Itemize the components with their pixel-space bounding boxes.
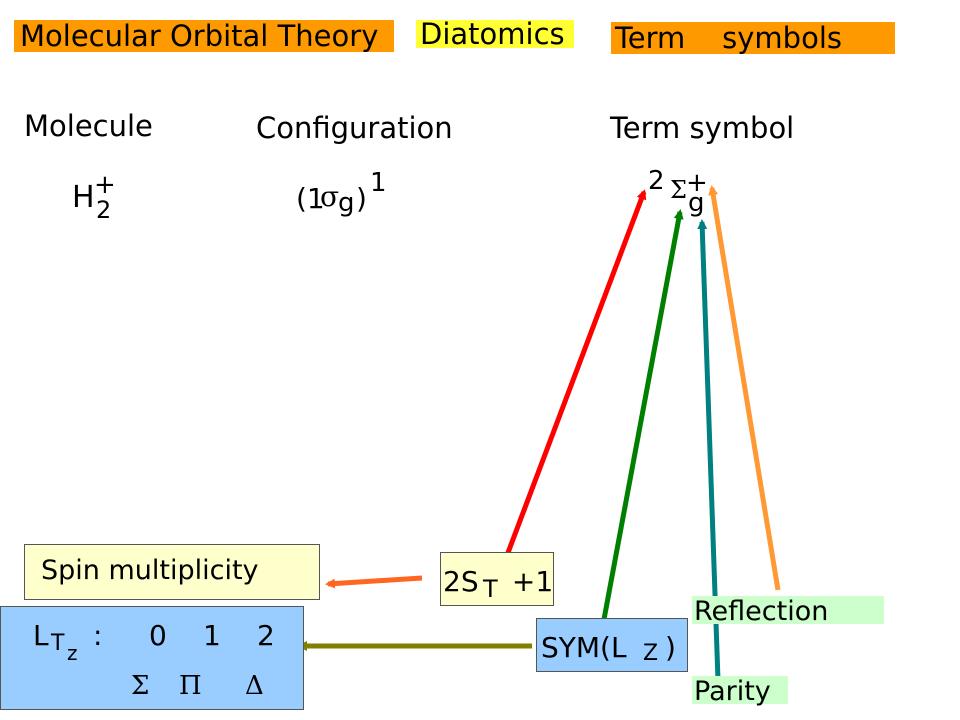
ltz-value-2: 2 bbox=[257, 619, 275, 652]
sym-sub: Z bbox=[643, 641, 659, 666]
spin-formula-sub: T bbox=[483, 575, 498, 603]
arrow-reflection-to-plus bbox=[708, 185, 781, 591]
diatomics-text: Diatomics bbox=[420, 17, 565, 51]
term-symbol-header: Term symbol bbox=[610, 111, 795, 145]
sym-box: SYM(L Z ) bbox=[536, 618, 688, 672]
arrow-spin-to-multiplicity bbox=[503, 189, 647, 559]
term-mult: 2 bbox=[648, 166, 665, 196]
term-symbol-formula: 2 Σ + g bbox=[648, 166, 718, 222]
spin-formula-box: 2S T +1 bbox=[440, 552, 554, 606]
molecule-base: H bbox=[72, 180, 95, 215]
config-power: 1 bbox=[370, 168, 387, 198]
config-close: ) bbox=[356, 182, 367, 215]
molecule-header: Molecule bbox=[24, 109, 153, 143]
ltz-colon: : bbox=[93, 619, 103, 652]
spin-multiplicity-box: Spin multiplicity bbox=[24, 544, 320, 600]
sym-a: SYM(L bbox=[541, 631, 627, 664]
ltz-value-1: 1 bbox=[203, 619, 221, 652]
term-sigma: Σ bbox=[670, 176, 687, 204]
ltz-symbol-sigma: Σ bbox=[131, 671, 150, 701]
ltz-symbol-pi: Π bbox=[179, 671, 202, 701]
ltz-value-0: 0 bbox=[149, 619, 167, 652]
ltz-L: L bbox=[33, 619, 49, 652]
configuration-header: Configuration bbox=[256, 111, 453, 145]
mo-theory-tag: Molecular Orbital Theory bbox=[14, 20, 394, 52]
ltz-z: z bbox=[67, 641, 78, 665]
spin-multiplicity-text: Spin multiplicity bbox=[41, 555, 259, 586]
ltz-symbol-delta: Δ bbox=[245, 671, 264, 701]
arrow-sym-to-sigma bbox=[599, 209, 684, 631]
molecule-sup: + bbox=[94, 170, 116, 200]
spin-formula-b: +1 bbox=[503, 565, 554, 598]
parity-text: Parity bbox=[694, 676, 771, 707]
config-open: (1 bbox=[296, 182, 325, 215]
arrow-formula-to-spin bbox=[325, 575, 423, 589]
spin-formula-a: 2S bbox=[443, 565, 479, 598]
diatomics-tag: Diatomics bbox=[416, 17, 574, 51]
reflection-label: Reflection bbox=[692, 596, 884, 627]
molecule-sub: 2 bbox=[96, 196, 112, 224]
configuration-formula: (1 σ g ) 1 bbox=[296, 168, 416, 232]
term-symbols-tag: Term symbols bbox=[611, 22, 895, 54]
ltz-box: L T z : 0 1 2 Σ Π Δ bbox=[0, 606, 304, 710]
sym-b: ) bbox=[665, 631, 676, 664]
molecule-formula: H + 2 bbox=[72, 170, 152, 236]
mo-theory-text: Molecular Orbital Theory bbox=[20, 19, 379, 53]
term-g: g bbox=[688, 188, 705, 218]
term-symbols-text: Term symbols bbox=[615, 21, 843, 55]
config-sub: g bbox=[338, 188, 355, 218]
reflection-text: Reflection bbox=[694, 596, 829, 627]
config-sigma: σ bbox=[320, 180, 340, 213]
term-plus: + bbox=[686, 168, 708, 198]
ltz-T: T bbox=[51, 631, 65, 656]
parity-label: Parity bbox=[692, 676, 788, 707]
